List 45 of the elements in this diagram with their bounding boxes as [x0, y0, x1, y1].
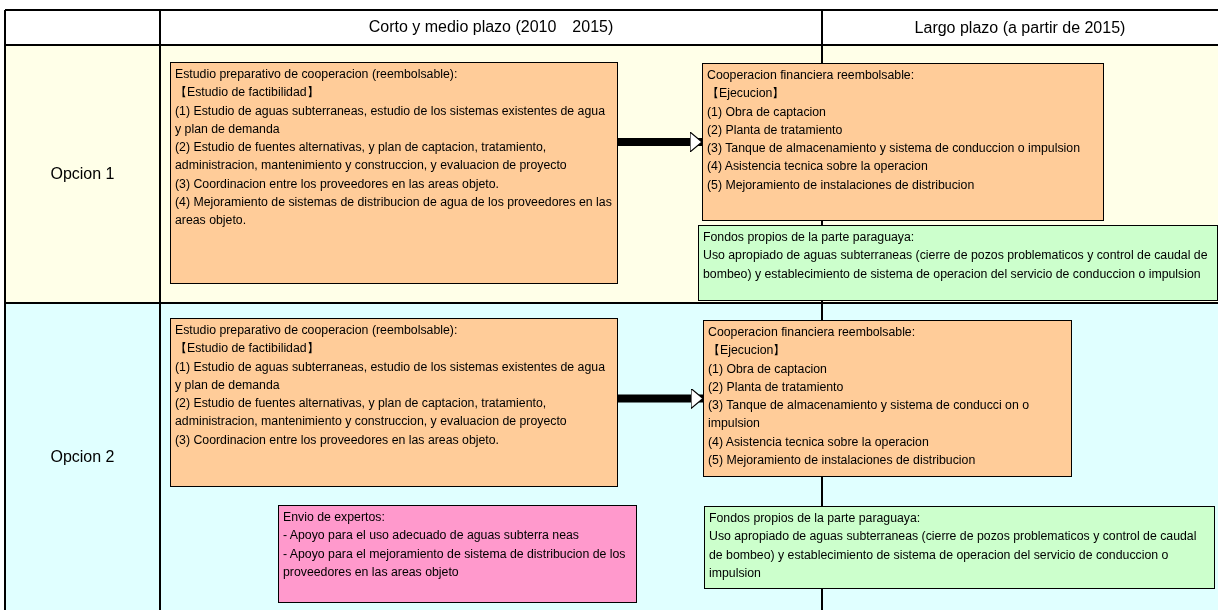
box-text: Fondos propios de la parte paraguaya:	[703, 229, 916, 246]
box-text: (3) Coordinacion entre los proveedores en las areas objeto.	[175, 431, 500, 449]
box-text: (5) Mejoramiento de instalaciones de distribucion	[708, 452, 977, 470]
text-box	[278, 505, 637, 603]
block-arrow	[618, 387, 704, 410]
box-text: (1) Obra de captacion	[707, 103, 827, 121]
box-text: (2) Planta de tratamiento	[707, 121, 844, 139]
box-text: (2) Planta de tratamiento	[708, 378, 845, 396]
box-text: (4) Mejoramiento de sistemas de distribucion de agua de los proveedores en las areas objeto.	[175, 194, 613, 230]
box-text: 【Estudio de factibilidad】	[175, 84, 320, 102]
box-text: Fondos propios de la parte paraguaya:	[709, 510, 922, 527]
box-text: (4) Asistencia tecnica sobre la operacion	[708, 433, 930, 451]
box-text: Envio de expertos:	[283, 509, 386, 526]
text-box	[704, 506, 1215, 589]
block-arrow	[618, 131, 703, 153]
row-label: Opcion 1	[50, 165, 115, 183]
box-text: Uso apropiado de aguas subterraneas (cierre de pozos problematicos y control de caudal de bombeo) y establecimiento de sistema de operacion del servicio de conduccion o impulsion	[709, 528, 1198, 582]
column-header: Corto y medio plazo (2010 2015)	[368, 17, 614, 37]
box-text: (5) Mejoramiento de instalaciones de distribucion	[707, 176, 976, 194]
box-text: (1) Obra de captacion	[708, 360, 828, 378]
text-box	[703, 320, 1072, 477]
box-text: (1) Estudio de aguas subterraneas, estudio de los sistemas existentes de agua y plan de demanda	[175, 102, 606, 138]
box-text: (2) Estudio de fuentes alternativas, y plan de captacion, tratamiento, administracion, mantenimiento y construccion, y evaluacion de proyecto	[175, 139, 568, 175]
box-text: (3) Tanque de almacenamiento y sistema de conduccion o impulsion	[707, 140, 1081, 158]
box-text: (3) Tanque de almacenamiento y sistema de conducci on o impulsion	[708, 397, 1031, 433]
box-text: Cooperacion financiera reembolsable:	[708, 324, 917, 341]
column-header: Largo plazo (a partir de 2015)	[914, 18, 1126, 37]
box-text: Estudio preparativo de cooperacion (reembolsable):	[175, 66, 459, 83]
box-text: (1) Estudio de aguas subterraneas, estudio de los sistemas existentes de agua y plan de demanda	[175, 358, 606, 394]
box-text: 【Ejecucion】	[707, 85, 786, 103]
box-text: (4) Asistencia tecnica sobre la operacion	[707, 158, 929, 176]
box-text: - Apoyo para el mejoramiento de sistema de distribucion de los proveedores en las areas objeto	[283, 545, 627, 581]
box-text: (2) Estudio de fuentes alternativas, y plan de captacion, tratamiento, administracion, mantenimiento y construccion, y evaluacion de proyecto	[175, 395, 568, 431]
text-box	[170, 318, 618, 487]
text-box	[170, 62, 618, 284]
box-text: Cooperacion financiera reembolsable:	[707, 67, 916, 84]
box-text: Estudio preparativo de cooperacion (reembolsable):	[175, 322, 459, 339]
box-text: (3) Coordinacion entre los proveedores en las areas objeto.	[175, 175, 500, 193]
box-text: 【Estudio de factibilidad】	[175, 340, 320, 358]
box-text: - Apoyo para el uso adecuado de aguas subterra neas	[283, 527, 581, 545]
text-box	[698, 225, 1218, 301]
text-box	[702, 63, 1104, 221]
row-label: Opcion 2	[50, 447, 115, 466]
box-text: 【Ejecucion】	[708, 342, 787, 360]
box-text: Uso apropiado de aguas subterraneas (cierre de pozos problematicos y control de caudal de bombeo) y establecimiento de sistema de operacion del servicio de conduccion o impulsion	[703, 247, 1209, 283]
